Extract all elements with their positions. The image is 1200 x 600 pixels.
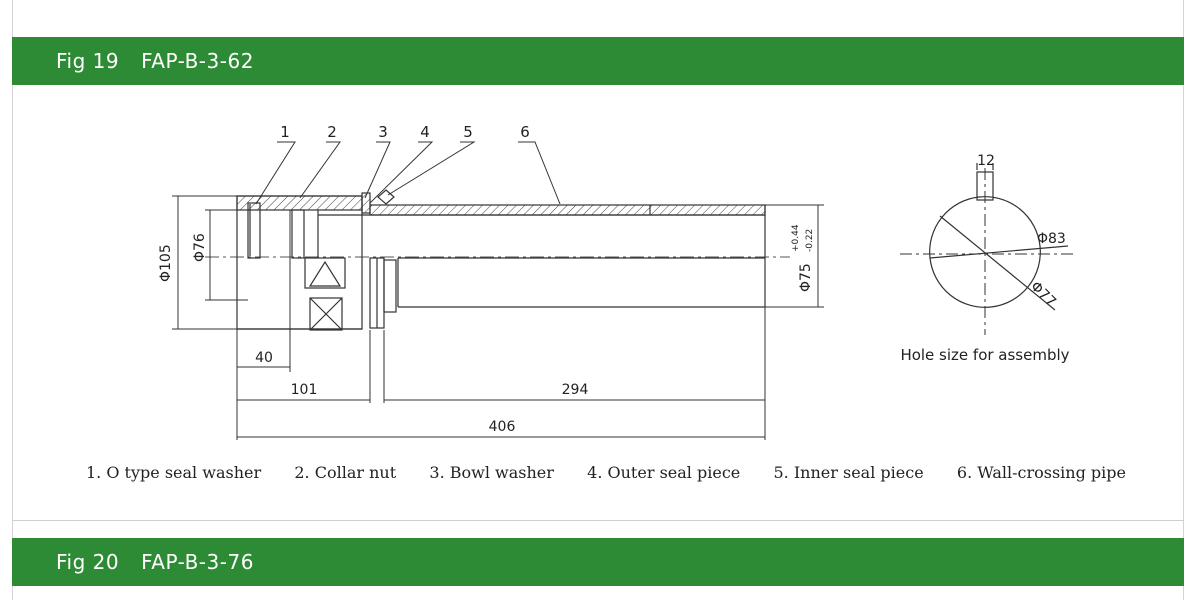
dim-101: 101: [291, 382, 318, 398]
legend-item: 2. Collar nut: [294, 463, 397, 482]
callout-3: 3: [378, 123, 388, 141]
hole-caption: Hole size for assembly: [900, 346, 1069, 364]
legend-item: 4. Outer seal piece: [587, 463, 741, 482]
dim-406: 406: [489, 419, 516, 435]
callout-2: 2: [327, 123, 337, 141]
page-frame: [12, 0, 1184, 600]
legend-item: 1. O type seal washer: [86, 463, 262, 482]
dim-phi75-tol-upper: +0.44: [791, 224, 801, 252]
hole-phi77: Φ77: [1027, 279, 1059, 311]
callout-4: 4: [420, 123, 430, 141]
figure-header-19: Fig 19 FAP-B-3-62: [12, 37, 1184, 85]
figure-model: FAP-B-3-76: [141, 550, 254, 574]
figure-number: Fig 19: [56, 49, 120, 73]
parts-legend: 1. O type seal washer 2. Collar nut 3. B…: [86, 463, 1126, 482]
legend-item: 3. Bowl washer: [429, 463, 554, 482]
callout-1: 1: [280, 123, 290, 141]
wall-crossing-pipe: [318, 204, 766, 308]
assembly-hole-diagram: [900, 163, 1075, 335]
dim-phi75-tol-lower: -0.22: [805, 229, 815, 252]
legend-item: 6. Wall-crossing pipe: [956, 463, 1126, 482]
dim-phi75: Φ75: [798, 263, 814, 292]
dim-phi105: Φ105: [158, 244, 174, 282]
horizontal-dimensions: [236, 210, 766, 440]
dim-phi76: Φ76: [192, 233, 208, 262]
legend-item: 5. Inner seal piece: [773, 463, 924, 482]
callout-numbers: 1 2 3 4 5 6: [280, 123, 530, 141]
hole-phi83: Φ83: [1037, 231, 1066, 247]
figure-number: Fig 20: [56, 550, 120, 574]
vertical-dimensions: [172, 195, 824, 330]
callout-leaders: [255, 141, 561, 205]
figure-header-20: Fig 20 FAP-B-3-76: [12, 538, 1184, 586]
hole-slot-width: 12: [977, 153, 995, 169]
figure-model: FAP-B-3-62: [141, 49, 254, 73]
callout-6: 6: [520, 123, 530, 141]
dim-294: 294: [562, 382, 589, 398]
flange-assembly: [236, 195, 363, 331]
dim-40: 40: [255, 350, 273, 366]
callout-5: 5: [463, 123, 473, 141]
divider: [12, 520, 1184, 521]
seal-washer-ring: [247, 202, 261, 259]
